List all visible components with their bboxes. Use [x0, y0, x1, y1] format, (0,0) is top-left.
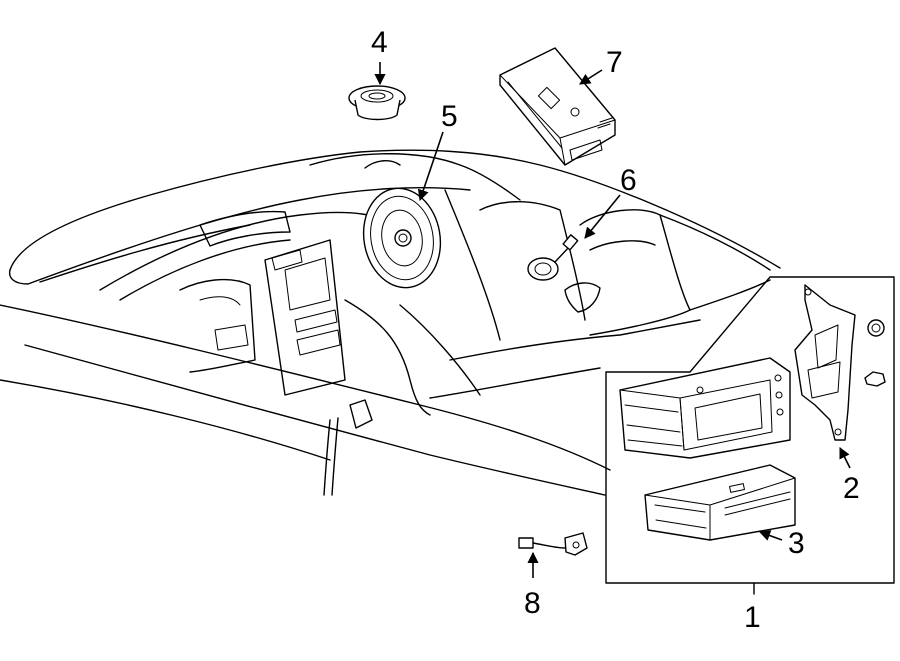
callout-3: 3 — [788, 527, 805, 560]
callout-2: 2 — [843, 472, 860, 505]
callout-1: 1 — [744, 601, 761, 634]
amplifier-module — [499, 47, 616, 166]
tweeter-speaker — [348, 85, 406, 121]
leader-lines — [374, 62, 851, 595]
callout-5: 5 — [441, 100, 458, 133]
fastener-nut — [867, 319, 885, 337]
radio-head-unit — [619, 357, 791, 459]
fastener-bolt — [864, 371, 886, 387]
callout-6: 6 — [620, 164, 637, 197]
mounting-bracket — [794, 284, 856, 441]
receiver-unit — [644, 464, 796, 541]
radio-group-box — [605, 276, 895, 584]
callout-4: 4 — [371, 26, 388, 59]
callout-labels: 1 2 3 4 5 6 7 8 — [371, 26, 860, 634]
door-speaker — [362, 187, 442, 289]
callout-7: 7 — [606, 46, 623, 79]
wiring-harness — [518, 532, 588, 556]
callout-8: 8 — [524, 587, 541, 620]
vehicle-interior-drawing — [0, 149, 781, 496]
small-speaker — [527, 234, 579, 281]
